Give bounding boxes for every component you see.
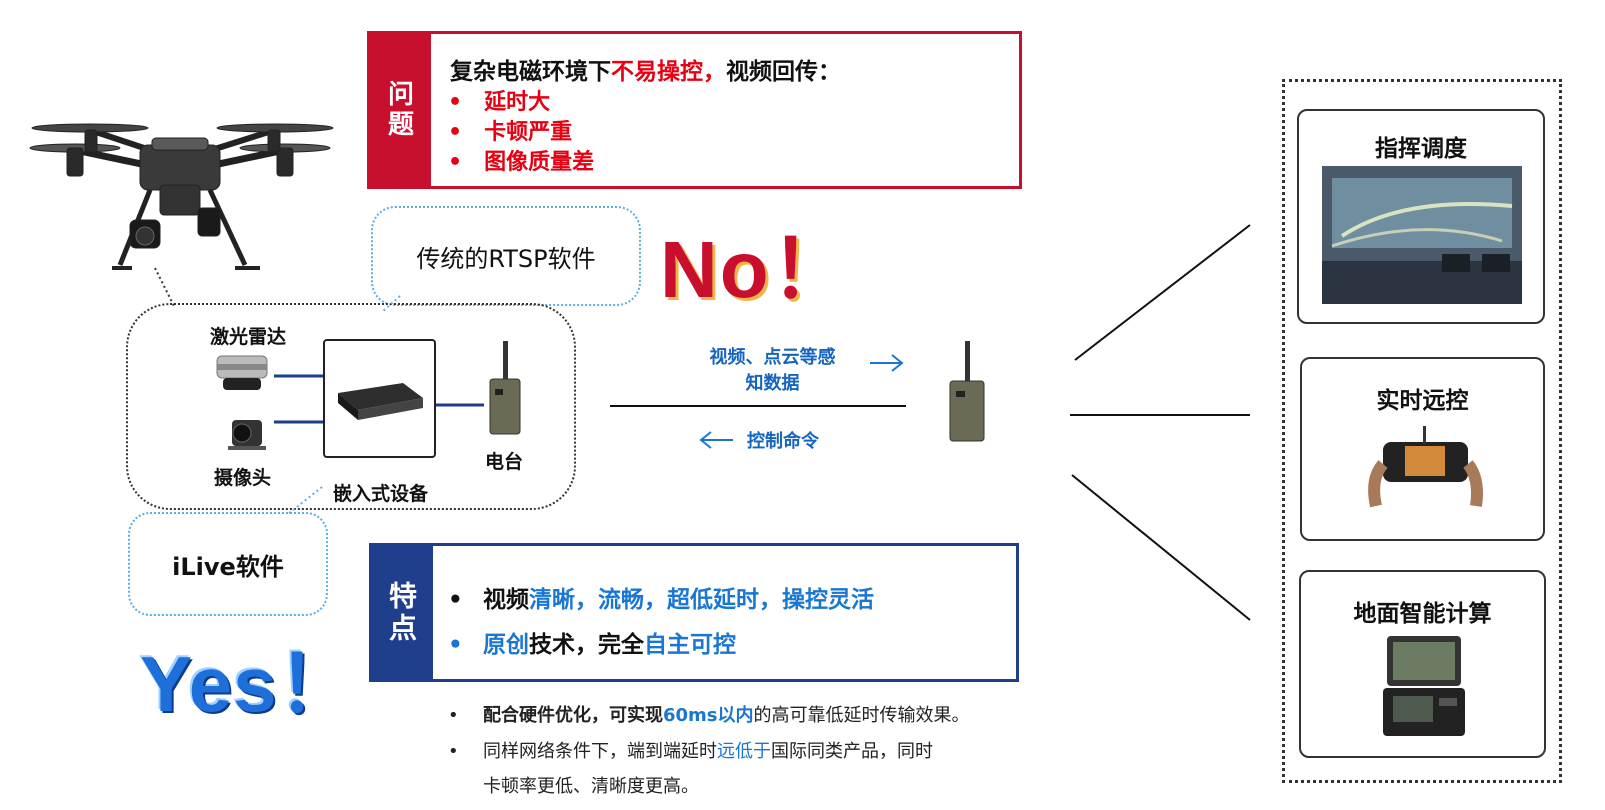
note2-c: 国际同类产品，同时 [771, 741, 933, 762]
note-2: •同样网络条件下，端到端延时远低于国际同类产品，同时 [448, 741, 933, 762]
device-cluster [126, 303, 576, 510]
embedded-device-label: 嵌入式设备 [333, 483, 429, 505]
card-title: 实时远控 [1376, 388, 1469, 414]
card-title: 指挥调度 [1375, 136, 1467, 162]
command-center-image [1322, 166, 1522, 304]
note1-c: 的高可靠低延时传输效果。 [753, 705, 970, 726]
ground-radio-icon [949, 341, 985, 442]
feature-row-1: •视频清晰，流畅，超低延时，操控灵活 [448, 587, 874, 613]
note-1: •配合硬件优化，可实现60ms以内的高可靠低延时传输效果。 [448, 705, 970, 726]
card-ground-computing: 地面智能计算 [1299, 570, 1546, 758]
note-2-continued: 卡顿率更低、清晰度更高。 [483, 776, 699, 797]
fan-out-lines [1070, 224, 1251, 621]
feature-row-2: •原创技术，完全自主可控 [448, 632, 736, 658]
feature-row1-b: 清晰，流畅，超低延时，操控灵活 [529, 587, 874, 613]
drone-image [29, 123, 334, 270]
note1-a: 配合硬件优化，可实现 [483, 705, 663, 726]
flow-upper-label: 视频、点云等感 知数据 [700, 343, 845, 395]
arrow-right-icon [870, 354, 904, 372]
camera-label: 摄像头 [214, 467, 272, 489]
card-command-dispatch: 指挥调度 [1297, 109, 1545, 324]
lidar-icon [216, 355, 268, 390]
problem-item: 延时大 [450, 88, 594, 118]
note2-b: 远低于 [717, 741, 771, 762]
problem-title-prefix: 复杂电磁环境下 [450, 59, 611, 85]
note1-b: 60ms以内 [663, 705, 754, 726]
radio-label: 电台 [485, 451, 524, 473]
flow-lower-label: 控制命令 [747, 431, 819, 452]
ground-station-image [1383, 636, 1465, 736]
application-panel [1282, 79, 1562, 783]
problem-title: 复杂电磁环境下不易操控，视频回传： [450, 52, 841, 86]
feature-tab: 特点 [369, 543, 433, 682]
problem-tab: 问题 [367, 31, 431, 189]
ilive-tail-line [287, 486, 323, 515]
lidar-label: 激光雷达 [210, 326, 287, 348]
radio-icon [489, 341, 521, 435]
arrow-left-icon [699, 431, 733, 449]
bubble-tail-lines [154, 267, 401, 313]
link-line [610, 405, 906, 407]
problem-list: 延时大 卡顿严重 图像质量差 [450, 88, 594, 178]
card-remote-control: 实时远控 [1300, 357, 1545, 541]
feature-row2-a: 原创 [483, 632, 529, 658]
note2-a: 同样网络条件下，端到端延时 [483, 741, 717, 762]
card-title: 地面智能计算 [1353, 601, 1492, 627]
problem-item: 图像质量差 [450, 148, 594, 178]
flow-upper-line2: 知数据 [745, 373, 800, 394]
embedded-device-icon [338, 383, 423, 420]
embedded-radio-line [436, 403, 484, 407]
feature-row2-b: 技术，完全 [529, 632, 644, 658]
flow-upper-line1: 视频、点云等感 [709, 347, 836, 368]
traditional-software-bubble: 传统的RTSP软件 [371, 206, 641, 306]
ilive-software-bubble: iLive软件 [128, 512, 328, 616]
connector-lines [274, 374, 324, 424]
camera-icon [228, 420, 266, 450]
feature-row2-c: 自主可控 [644, 632, 736, 658]
problem-title-highlight: 不易操控， [611, 59, 726, 85]
no-label: No！ [660, 225, 853, 314]
yes-label: Yes！ [140, 640, 357, 728]
problem-title-suffix: 视频回传： [726, 59, 841, 85]
problem-item: 卡顿严重 [450, 118, 594, 148]
remote-controller-image [1368, 426, 1483, 508]
feature-row1-a: 视频 [483, 587, 529, 613]
embedded-device-box [323, 339, 436, 458]
